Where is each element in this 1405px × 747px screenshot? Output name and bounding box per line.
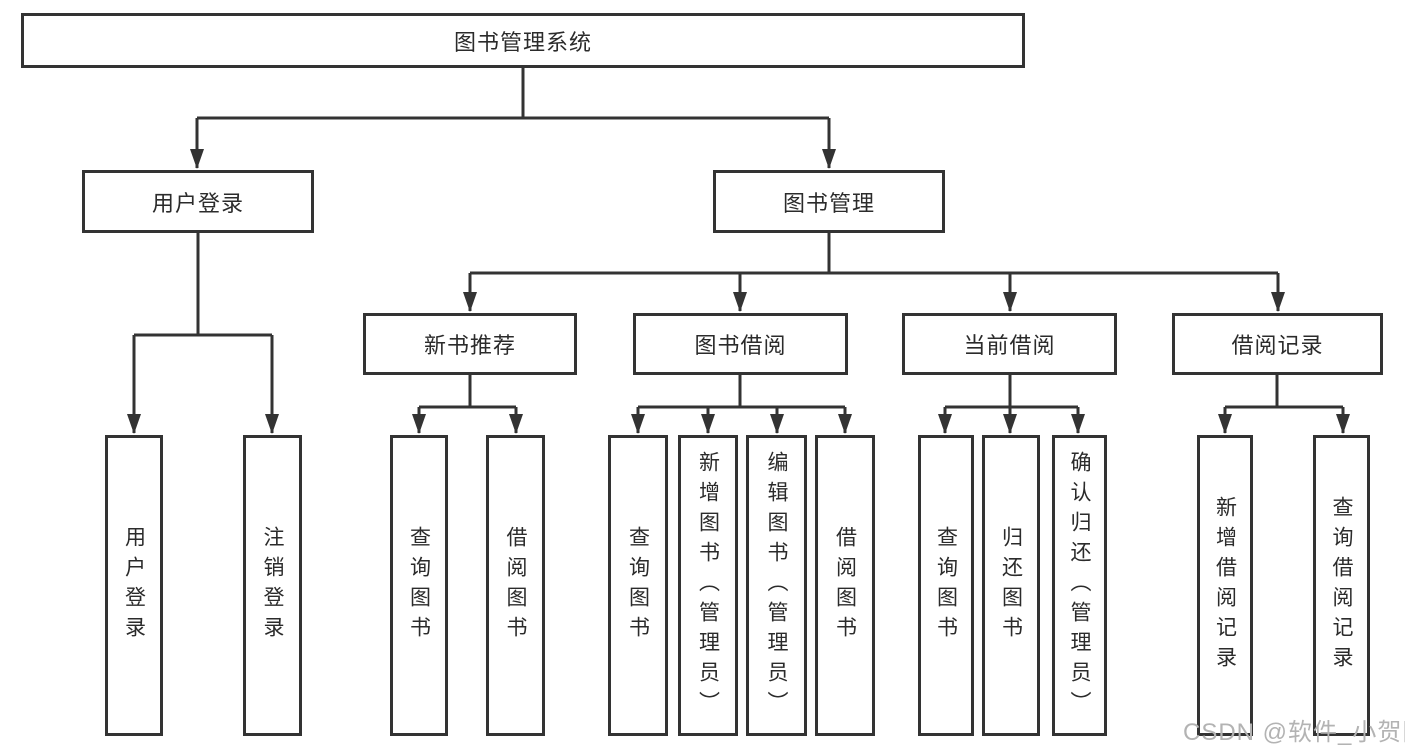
node-borrow-records: 借阅记录	[1172, 313, 1383, 375]
leaf-user-login-label: 用户登录	[122, 525, 146, 646]
node-root-label: 图书管理系统	[453, 29, 592, 55]
node-current-borrow: 当前借阅	[902, 313, 1117, 375]
leaf-return-book-label: 归还图书	[999, 525, 1023, 646]
node-new-books: 新书推荐	[363, 313, 577, 375]
leaf-current-query: 查询图书	[918, 435, 974, 736]
node-book-management: 图书管理	[713, 170, 945, 233]
leaf-current-query-label: 查询图书	[934, 525, 958, 646]
leaf-add-record: 新增借阅记录	[1197, 435, 1253, 736]
leaf-confirm-return-admin-label: 确认归还（管理员）	[1068, 450, 1092, 721]
csdn-watermark: CSDN @软件_小贺同学	[1183, 719, 1405, 746]
node-book-management-label: 图书管理	[782, 190, 875, 216]
leaf-borrow-edit-admin: 编辑图书（管理员）	[746, 435, 807, 736]
leaf-borrow-edit-admin-label: 编辑图书（管理员）	[765, 450, 789, 721]
node-new-books-label: 新书推荐	[423, 333, 516, 358]
node-user-login: 用户登录	[82, 170, 314, 233]
leaf-borrow-add-admin-label: 新增图书（管理员）	[696, 450, 720, 721]
leaf-logout-label: 注销登录	[261, 525, 285, 646]
leaf-newbooks-borrow-label: 借阅图书	[504, 525, 528, 646]
leaf-newbooks-query: 查询图书	[390, 435, 448, 736]
leaf-add-record-label: 新增借阅记录	[1213, 495, 1237, 676]
leaf-confirm-return-admin: 确认归还（管理员）	[1052, 435, 1107, 736]
leaf-query-record: 查询借阅记录	[1313, 435, 1370, 736]
node-root: 图书管理系统	[21, 13, 1025, 68]
leaf-query-record-label: 查询借阅记录	[1330, 495, 1354, 676]
leaf-user-login: 用户登录	[105, 435, 163, 736]
leaf-borrow-query-label: 查询图书	[626, 525, 650, 646]
leaf-borrow-book-label: 借阅图书	[833, 525, 857, 646]
leaf-newbooks-borrow: 借阅图书	[486, 435, 545, 736]
leaf-borrow-add-admin: 新增图书（管理员）	[678, 435, 738, 736]
node-book-borrow-label: 图书借阅	[694, 333, 787, 358]
leaf-newbooks-query-label: 查询图书	[407, 525, 431, 646]
node-user-login-label: 用户登录	[151, 190, 244, 216]
node-book-borrow: 图书借阅	[633, 313, 848, 375]
leaf-borrow-query: 查询图书	[608, 435, 668, 736]
node-borrow-records-label: 借阅记录	[1231, 333, 1324, 358]
leaf-logout: 注销登录	[243, 435, 302, 736]
node-current-borrow-label: 当前借阅	[963, 333, 1056, 358]
leaf-return-book: 归还图书	[982, 435, 1040, 736]
leaf-borrow-book: 借阅图书	[815, 435, 875, 736]
